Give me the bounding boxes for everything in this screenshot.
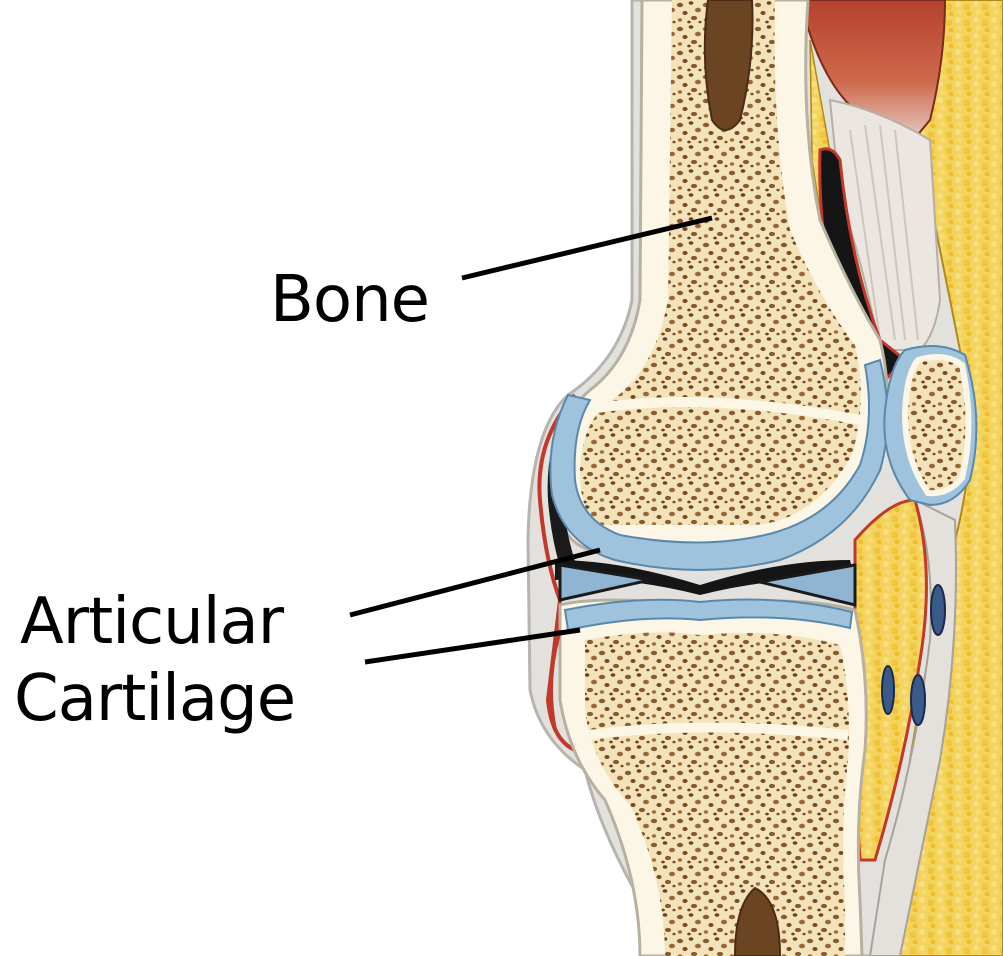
bursa-1 <box>931 585 945 635</box>
tibia-marrow <box>585 632 849 956</box>
bursa-3 <box>882 666 894 714</box>
articular-label-line2: Cartilage <box>14 661 295 737</box>
articular-label-line1: Articular <box>20 584 283 660</box>
bursa-2 <box>911 675 925 725</box>
patella-bone <box>905 357 969 493</box>
bone-label: Bone <box>270 262 429 338</box>
